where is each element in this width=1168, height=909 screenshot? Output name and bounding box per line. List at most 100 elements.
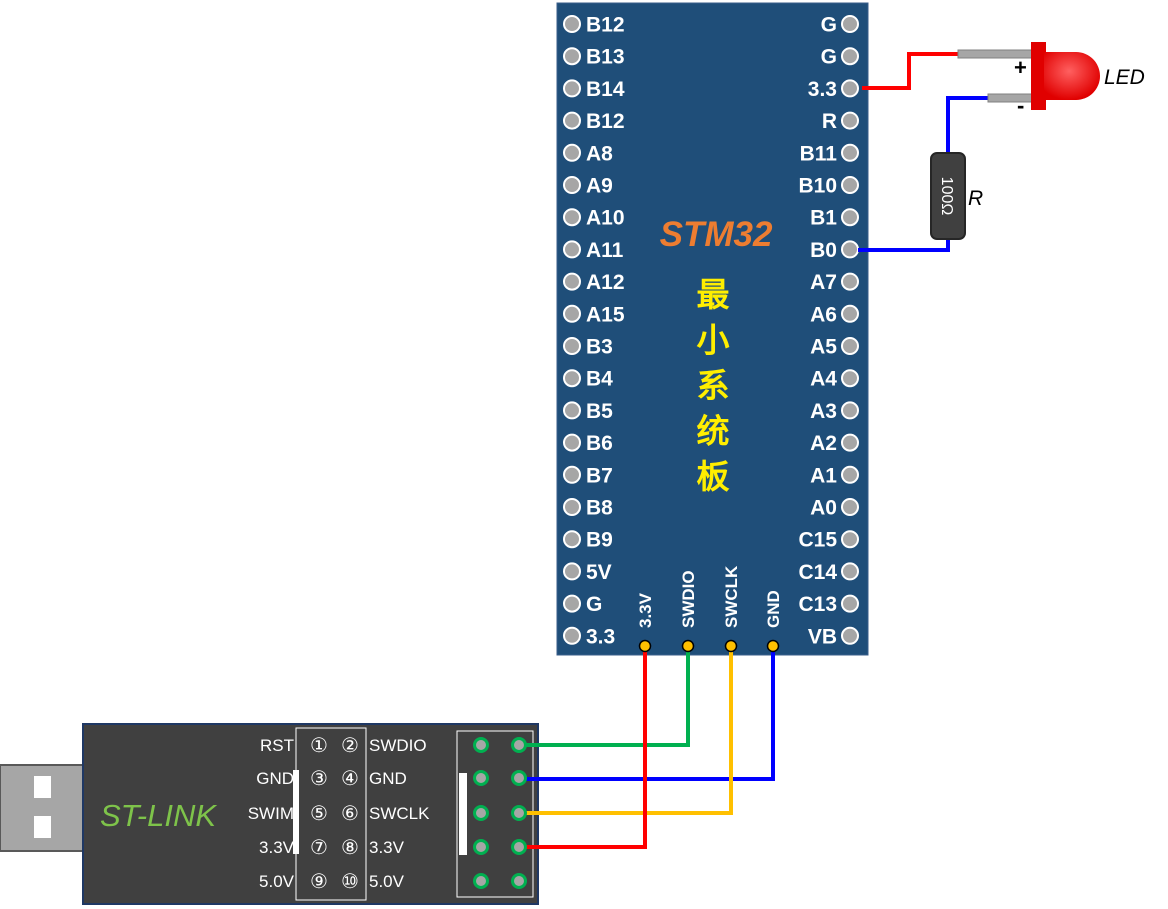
left-pin-hole — [563, 208, 581, 227]
right-pin-hole — [841, 465, 859, 484]
left-pin-label: B3 — [586, 336, 613, 359]
stlink-header-pin — [511, 839, 527, 855]
right-pin-label: A4 — [810, 368, 837, 391]
stlink-pin-number: ① — [310, 735, 328, 757]
left-pin-hole — [563, 433, 581, 452]
resistor: 100Ω R — [930, 152, 983, 240]
stlink-header-pin — [473, 805, 489, 821]
resistor-label: R — [968, 187, 983, 210]
stlink-pin-number: ⑩ — [341, 871, 359, 893]
right-pin-label: G — [821, 14, 837, 37]
left-pin-hole — [563, 594, 581, 613]
stlink-brand: ST-LINK — [100, 798, 217, 833]
stlink-right-label: SWCLK — [369, 804, 430, 823]
stlink-pin-number: ② — [341, 735, 359, 757]
left-pin-label: A10 — [586, 207, 625, 230]
subtitle-char: 板 — [697, 457, 730, 496]
debug-pin-label: GND — [764, 590, 783, 628]
left-pin-label: B12 — [586, 110, 625, 133]
stm32-board: B12B13B14B12A8A9A10A11A12A15B3B4B5B6B7B8… — [556, 2, 869, 656]
wire-resistor-b0 — [858, 238, 950, 252]
right-pin-hole — [841, 337, 859, 355]
left-pin-hole — [563, 401, 581, 420]
right-pin-hole — [841, 594, 859, 613]
right-pin-label: C14 — [798, 561, 837, 584]
left-pin-hole — [563, 465, 581, 484]
right-pin-hole — [841, 240, 859, 259]
subtitle-char: 系 — [697, 366, 730, 405]
stlink-header-pin — [511, 770, 527, 786]
subtitle-char: 统 — [697, 412, 730, 451]
stlink-header-pin — [473, 737, 489, 753]
right-pin-hole — [841, 272, 859, 291]
left-pin-label: B7 — [586, 464, 613, 487]
left-pin-hole — [563, 176, 581, 194]
stlink-header-pin — [511, 737, 527, 753]
right-pin-hole — [841, 47, 859, 66]
stlink-header-pin — [511, 873, 527, 889]
debug-pin-dots — [638, 639, 780, 653]
right-pin-hole — [841, 369, 859, 388]
right-pin-label: A1 — [810, 464, 837, 487]
left-pin-hole — [563, 15, 581, 33]
right-pin-label: A7 — [810, 271, 837, 294]
left-pin-label: B8 — [586, 497, 613, 520]
debug-pin-dot — [766, 639, 780, 653]
left-pin-hole — [563, 47, 581, 66]
stlink-pin-number: ⑦ — [310, 837, 328, 859]
debug-pin-label: SWDIO — [679, 570, 698, 628]
stlink-left-label: RST — [260, 736, 294, 755]
left-pin-label: A11 — [586, 239, 624, 262]
left-pin-hole — [563, 498, 581, 516]
stlink-pin-number: ⑤ — [310, 803, 328, 825]
left-pin-label: B12 — [586, 14, 625, 37]
right-pin-hole — [841, 626, 859, 645]
right-pin-hole — [841, 498, 859, 516]
left-pin-label: G — [586, 593, 602, 616]
stlink-left-label: SWIM — [248, 804, 294, 823]
right-pin-label: 3.3 — [808, 78, 837, 101]
led-dome — [1044, 52, 1100, 100]
left-pin-hole — [563, 240, 581, 259]
wire-gnd — [520, 646, 775, 781]
wire-swclk — [520, 646, 733, 815]
stlink-left-label: 3.3V — [259, 838, 295, 857]
debug-pin-label: 3.3V — [636, 592, 655, 628]
right-pin-label: G — [821, 46, 837, 69]
debug-pin-dot — [724, 639, 738, 653]
left-pin-hole — [563, 562, 581, 581]
right-pin-hole — [841, 530, 859, 549]
left-pin-label: A15 — [586, 303, 625, 326]
right-pin-hole — [841, 433, 859, 452]
wire-3v3 — [520, 646, 647, 849]
stlink-pin-number: ⑧ — [341, 837, 359, 859]
wire-swdio — [520, 646, 690, 747]
subtitle-char: 最 — [697, 275, 730, 314]
right-pin-label: B11 — [800, 142, 838, 165]
left-pin-label: 5V — [586, 561, 612, 584]
right-pin-label: C15 — [798, 529, 837, 552]
stlink-header-pin — [473, 770, 489, 786]
right-pin-label: B1 — [810, 207, 837, 230]
stlink-pin-number: ⑥ — [341, 803, 359, 825]
led-plus-sign: + — [1014, 55, 1027, 80]
debug-pin-dot — [681, 639, 695, 653]
left-pin-label: A12 — [586, 271, 625, 294]
led-base — [1031, 42, 1046, 110]
left-pin-label: B6 — [586, 432, 613, 455]
right-pin-label: B0 — [810, 239, 837, 262]
stlink-pin-number: ④ — [341, 768, 359, 790]
right-pin-label: A3 — [810, 400, 837, 423]
left-pin-label: B9 — [586, 529, 613, 552]
stlink-header-notch — [459, 773, 467, 855]
right-pin-hole — [841, 15, 859, 33]
right-pin-label: A5 — [810, 336, 837, 359]
subtitle-char: 小 — [697, 321, 730, 360]
right-pin-label: A6 — [810, 303, 837, 326]
